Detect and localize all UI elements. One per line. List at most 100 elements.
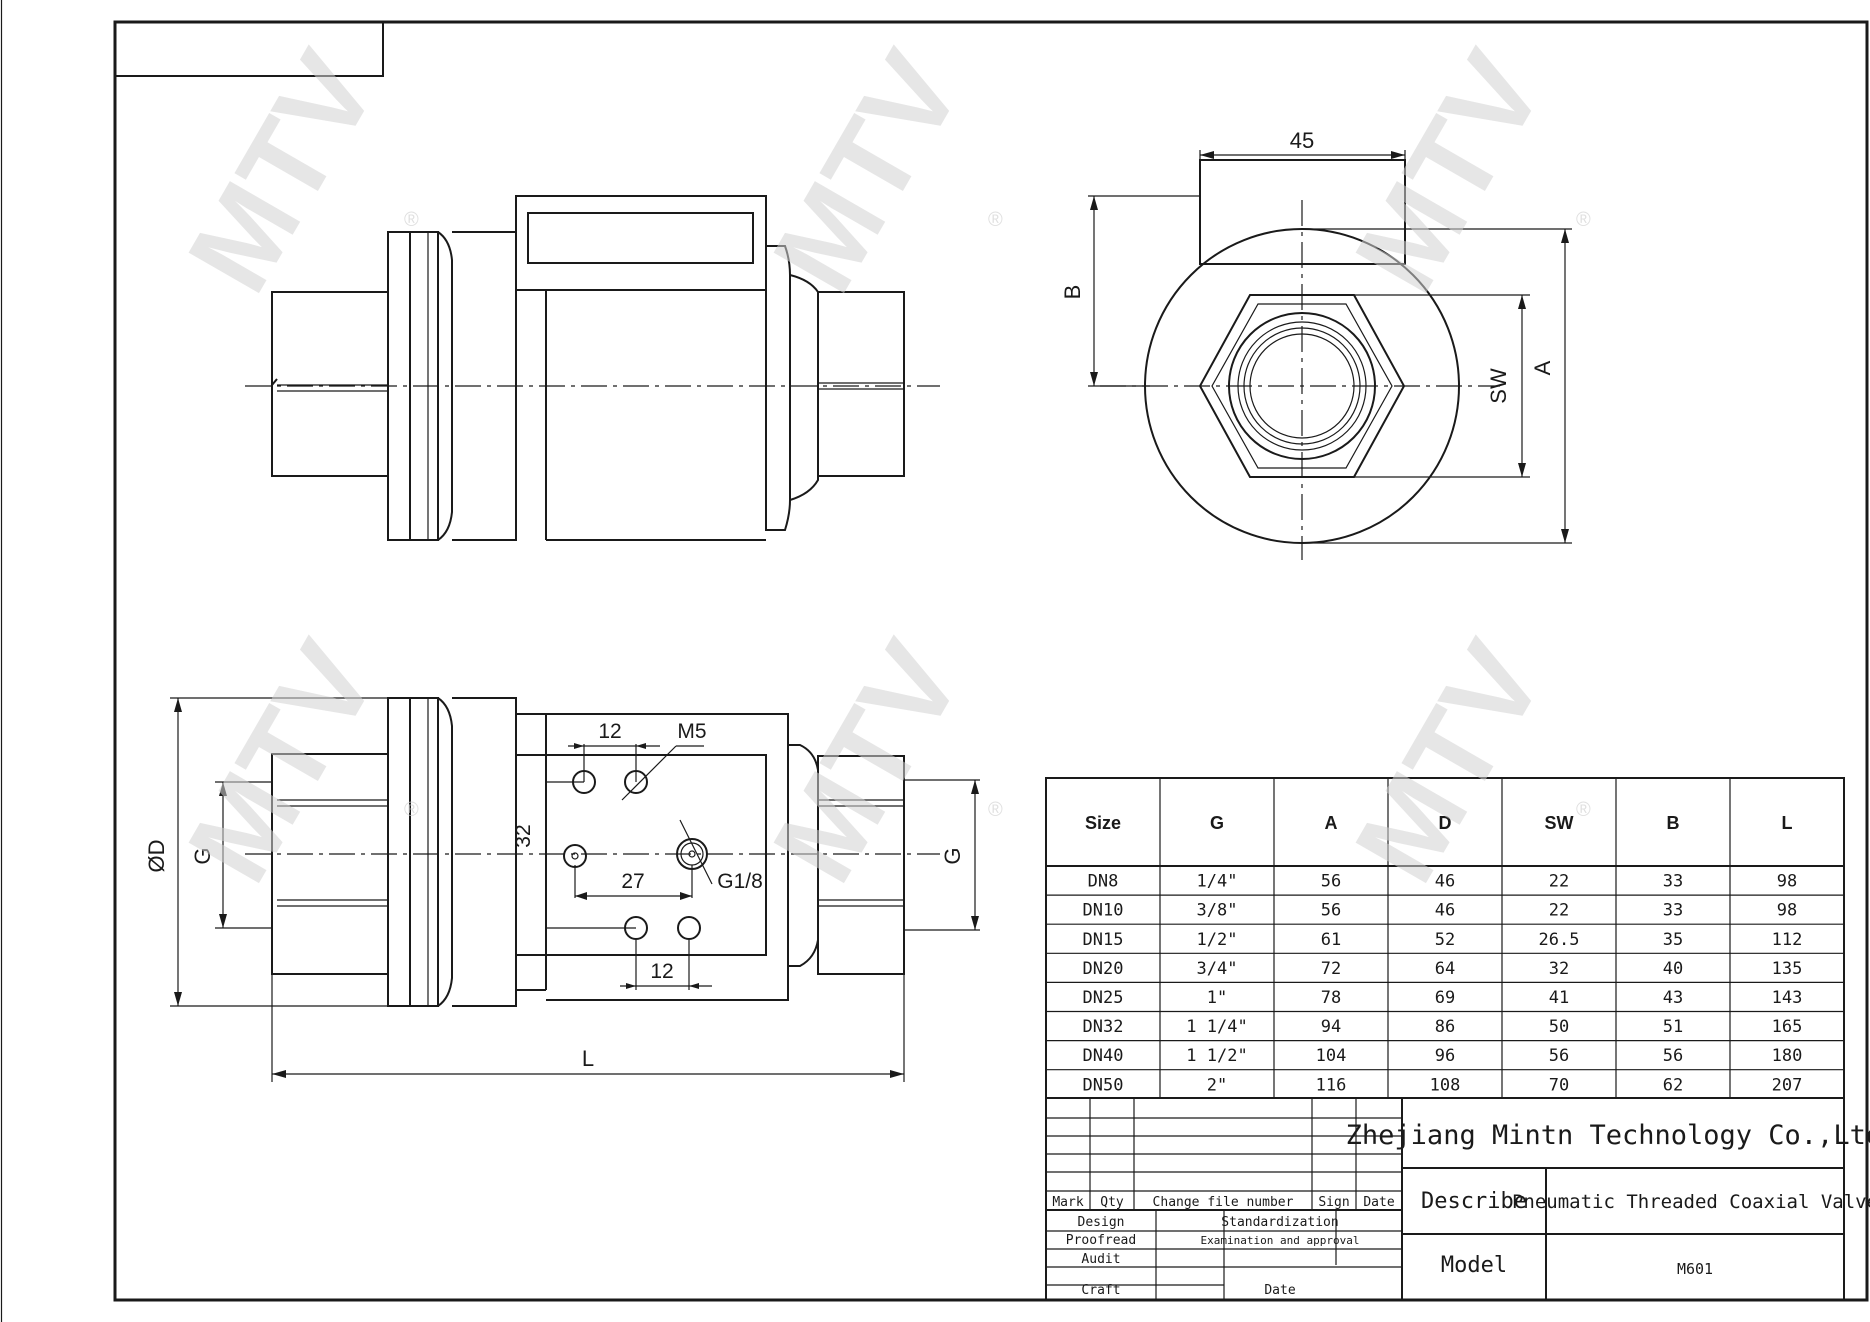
front-left-flange xyxy=(387,697,411,1007)
table-cell: 33 xyxy=(1663,901,1683,921)
table-header-d: D xyxy=(1439,813,1452,833)
table-cell: 69 xyxy=(1435,988,1455,1008)
watermark-2: MTV xyxy=(748,31,987,313)
table-cell: 104 xyxy=(1316,1046,1347,1066)
table-cell: 52 xyxy=(1435,930,1455,950)
dim-12-top-label: 12 xyxy=(598,720,621,743)
table-cell: 78 xyxy=(1321,988,1341,1008)
table-cell: 3/8" xyxy=(1197,901,1238,921)
dim-sw-label: SW xyxy=(1486,368,1511,404)
table-cell: 108 xyxy=(1430,1075,1461,1095)
dim-b-label: B xyxy=(1060,285,1085,300)
describe-value: Pneumatic Threaded Coaxial Valve xyxy=(1512,1191,1870,1213)
table-cell: 98 xyxy=(1777,872,1797,892)
sign-craft: Craft xyxy=(1081,1283,1120,1298)
drawing-number-box xyxy=(114,21,384,77)
table-header-size: Size xyxy=(1085,813,1121,833)
table-cell: 22 xyxy=(1549,901,1569,921)
table-cell: 22 xyxy=(1549,872,1569,892)
table-cell: 46 xyxy=(1435,872,1455,892)
table-cell: DN10 xyxy=(1083,901,1124,921)
title-block: Mark Qty Change file number Sign Date De… xyxy=(1045,1097,1870,1301)
table-header-l: L xyxy=(1782,813,1793,833)
describe-label: Describe xyxy=(1421,1189,1527,1214)
dim-a-label: A xyxy=(1530,360,1555,375)
examination-label: Examination and approval xyxy=(1201,1234,1360,1247)
table-cell: 2" xyxy=(1207,1075,1227,1095)
table-header-b: B xyxy=(1667,813,1680,833)
g18-label: G1/8 xyxy=(717,870,763,893)
table-cell: 3/4" xyxy=(1197,959,1238,979)
table-header-sw: SW xyxy=(1545,813,1574,833)
company-name: Zhejiang Mintn Technology Co.,Ltd. xyxy=(1346,1120,1870,1151)
table-cell: 112 xyxy=(1772,930,1803,950)
sign-design: Design xyxy=(1078,1215,1125,1230)
table-cell: 50 xyxy=(1549,1017,1569,1037)
dim-45-label: 45 xyxy=(1290,128,1314,153)
front-right-port xyxy=(817,755,905,975)
drawing-border xyxy=(113,20,1869,1302)
table-header-a: A xyxy=(1325,813,1338,833)
watermark-3: MTV xyxy=(1330,31,1569,313)
front-valve-block xyxy=(515,754,767,956)
rev-header-sign: Sign xyxy=(1318,1195,1349,1210)
table-cell: 1" xyxy=(1207,988,1227,1008)
watermark-6-mark: ® xyxy=(1576,799,1591,821)
table-cell: DN15 xyxy=(1083,930,1124,950)
watermark-5-mark: ® xyxy=(988,799,1003,821)
date-label: Date xyxy=(1264,1283,1295,1298)
table-cell: 1 1/2" xyxy=(1186,1046,1247,1066)
rev-header-qty: Qty xyxy=(1100,1195,1124,1210)
table-cell: 33 xyxy=(1663,872,1683,892)
table-cell: 86 xyxy=(1435,1017,1455,1037)
table-cell: DN40 xyxy=(1083,1046,1124,1066)
table-cell: 32 xyxy=(1549,959,1569,979)
m5-label: M5 xyxy=(677,720,706,743)
watermark-1: MTV xyxy=(163,31,402,313)
table-cell: 46 xyxy=(1435,901,1455,921)
sign-proofread: Proofread xyxy=(1066,1233,1136,1248)
standardization-label: Standardization xyxy=(1221,1215,1338,1230)
table-cell: DN25 xyxy=(1083,988,1124,1008)
watermark-6: MTV xyxy=(1330,621,1569,903)
table-cell: 56 xyxy=(1321,901,1341,921)
table-cell: 98 xyxy=(1777,901,1797,921)
model-label: Model xyxy=(1441,1253,1507,1278)
table-cell: 43 xyxy=(1663,988,1683,1008)
end-view: 45 B SW A xyxy=(1060,128,1572,560)
table-cell: 51 xyxy=(1663,1017,1683,1037)
table-cell: 41 xyxy=(1549,988,1569,1008)
table-cell: 61 xyxy=(1321,930,1341,950)
rev-header-date: Date xyxy=(1363,1195,1394,1210)
table-cell: 1 1/4" xyxy=(1186,1017,1247,1037)
watermark-4-mark: ® xyxy=(404,799,419,821)
table-cell: 70 xyxy=(1549,1075,1569,1095)
table-cell: DN50 xyxy=(1083,1075,1124,1095)
right-port-body xyxy=(817,291,905,477)
watermark-layer: MTV ® MTV ® MTV ® MTV ® MTV ® MTV ® xyxy=(163,31,1591,903)
dim-g-right-label: G xyxy=(940,847,965,864)
table-cell: 1/2" xyxy=(1197,930,1238,950)
table-cell: 56 xyxy=(1549,1046,1569,1066)
left-port-body xyxy=(271,291,389,477)
dim-12-bottom-label: 12 xyxy=(650,960,673,983)
table-cell: 62 xyxy=(1663,1075,1683,1095)
table-cell: 94 xyxy=(1321,1017,1341,1037)
table-cell: DN20 xyxy=(1083,959,1124,979)
table-cell: 40 xyxy=(1663,959,1683,979)
dim-l-label: L xyxy=(582,1046,594,1071)
table-cell: 56 xyxy=(1321,872,1341,892)
table-cell: 116 xyxy=(1316,1075,1347,1095)
table-cell: 180 xyxy=(1772,1046,1803,1066)
table-cell: 135 xyxy=(1772,959,1803,979)
top-view xyxy=(245,195,940,541)
table-cell: 35 xyxy=(1663,930,1683,950)
watermark-3-mark: ® xyxy=(1576,209,1591,231)
table-cell: 143 xyxy=(1772,988,1803,1008)
sign-audit: Audit xyxy=(1081,1252,1120,1267)
dim-27-label: 27 xyxy=(621,870,644,893)
table-cell: 26.5 xyxy=(1539,930,1580,950)
front-view: 12 M5 32 27 G1/8 12 ØD G xyxy=(144,697,980,1082)
table-cell: DN8 xyxy=(1088,872,1119,892)
